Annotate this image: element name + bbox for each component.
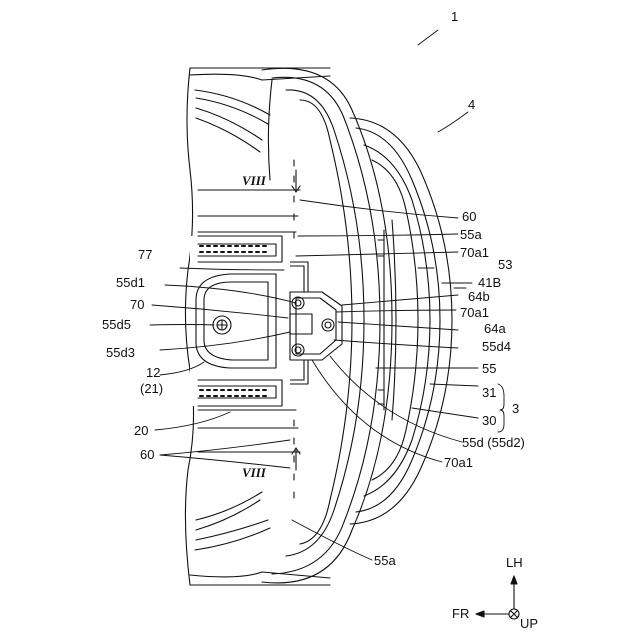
compass-fr-label: FR (452, 607, 469, 621)
section-marker-top (292, 170, 300, 192)
label-21: (21) (140, 382, 163, 396)
label-70a1-top: 70a1 (460, 246, 489, 260)
compass-lh-label: LH (506, 556, 523, 570)
label-77: 77 (138, 248, 152, 262)
label-70a1-mid: 70a1 (460, 306, 489, 320)
label-20: 20 (134, 424, 148, 438)
label-55d5: 55d5 (102, 318, 131, 332)
label-1: 1 (451, 10, 458, 24)
label-viii-bottom: VIII (242, 466, 266, 480)
compass-up-label: UP (520, 617, 538, 631)
label-70a1-low: 70a1 (444, 456, 473, 470)
label-64a: 64a (484, 322, 506, 336)
label-64b: 64b (468, 290, 490, 304)
label-31: 31 (482, 386, 496, 400)
label-viii-top: VIII (242, 174, 266, 188)
label-53: 53 (498, 258, 512, 272)
label-3: 3 (512, 402, 519, 416)
section-marker-bottom (292, 448, 300, 470)
label-60-low: 60 (140, 448, 154, 462)
label-55a-bottom: 55a (374, 554, 396, 568)
label-55a-top: 55a (460, 228, 482, 242)
label-12: 12 (146, 366, 160, 380)
label-55: 55 (482, 362, 496, 376)
label-55d-55d2: 55d (55d2) (462, 436, 525, 450)
label-60-top: 60 (462, 210, 476, 224)
label-4: 4 (468, 98, 475, 112)
label-41b: 41B (478, 276, 501, 290)
label-55d1: 55d1 (116, 276, 145, 290)
label-55d3: 55d3 (106, 346, 135, 360)
label-55d4: 55d4 (482, 340, 511, 354)
label-30: 30 (482, 414, 496, 428)
right-break-line (268, 80, 272, 180)
direction-compass (476, 576, 519, 619)
label-70: 70 (130, 298, 144, 312)
